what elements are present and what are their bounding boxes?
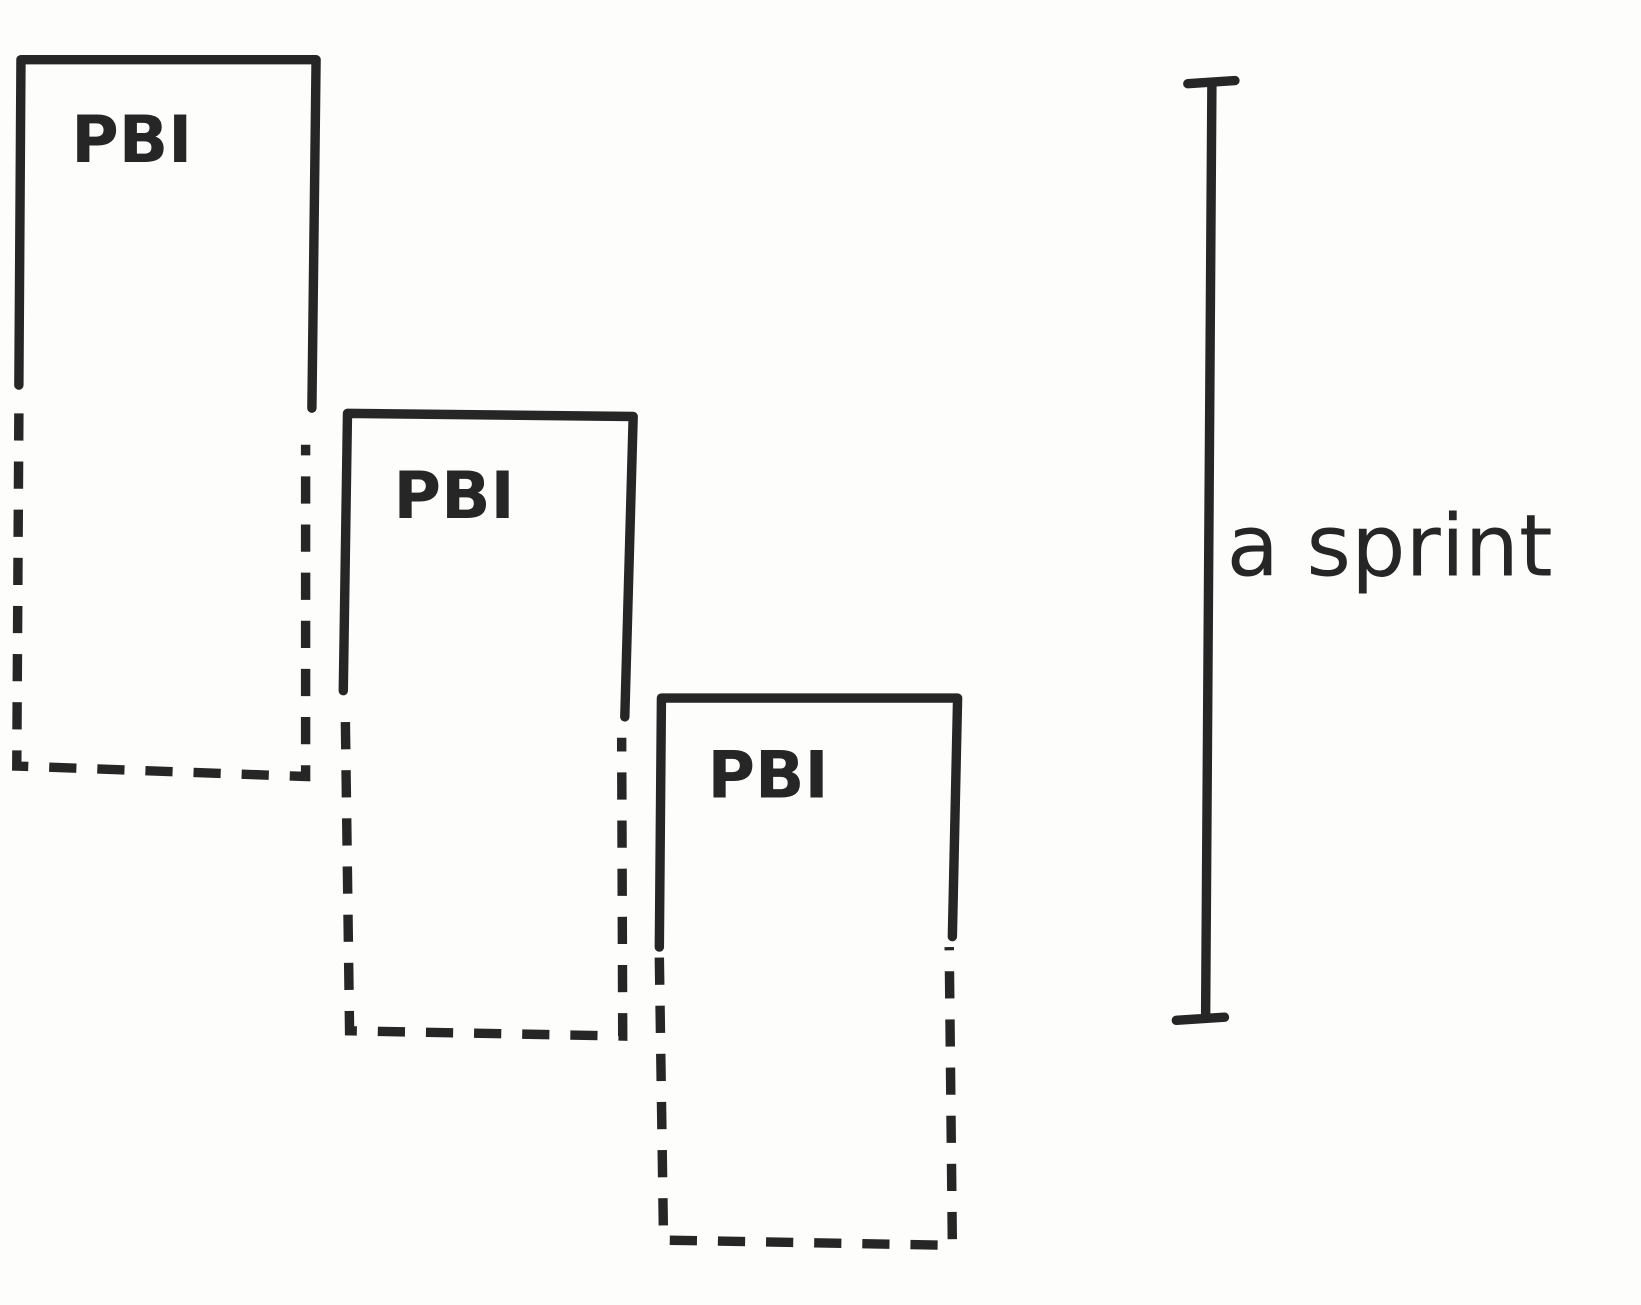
pbi-card-2-committed-outline bbox=[338, 408, 638, 722]
pbi-card-2-label: PBI bbox=[394, 459, 515, 534]
pbi-card-1: PBI bbox=[12, 54, 321, 782]
pbi-card-1-label: PBI bbox=[71, 103, 192, 178]
pbi-card-2: PBI bbox=[338, 408, 638, 1041]
sprint-span-marker: a sprint bbox=[1171, 75, 1553, 1026]
pbi-card-1-committed-outline bbox=[14, 54, 321, 413]
pbi-card-3-label: PBI bbox=[707, 738, 828, 813]
pbi-card-3-uncertain-outline bbox=[654, 947, 958, 1251]
pbi-card-3: PBI bbox=[654, 693, 963, 1251]
pbi-card-1-uncertain-outline bbox=[12, 413, 311, 782]
sprint-span-bracket bbox=[1171, 75, 1240, 1026]
sprint-label: a sprint bbox=[1227, 497, 1553, 597]
pbi-card-2-uncertain-outline bbox=[340, 722, 628, 1041]
pbi-card-3-committed-outline bbox=[654, 693, 963, 952]
